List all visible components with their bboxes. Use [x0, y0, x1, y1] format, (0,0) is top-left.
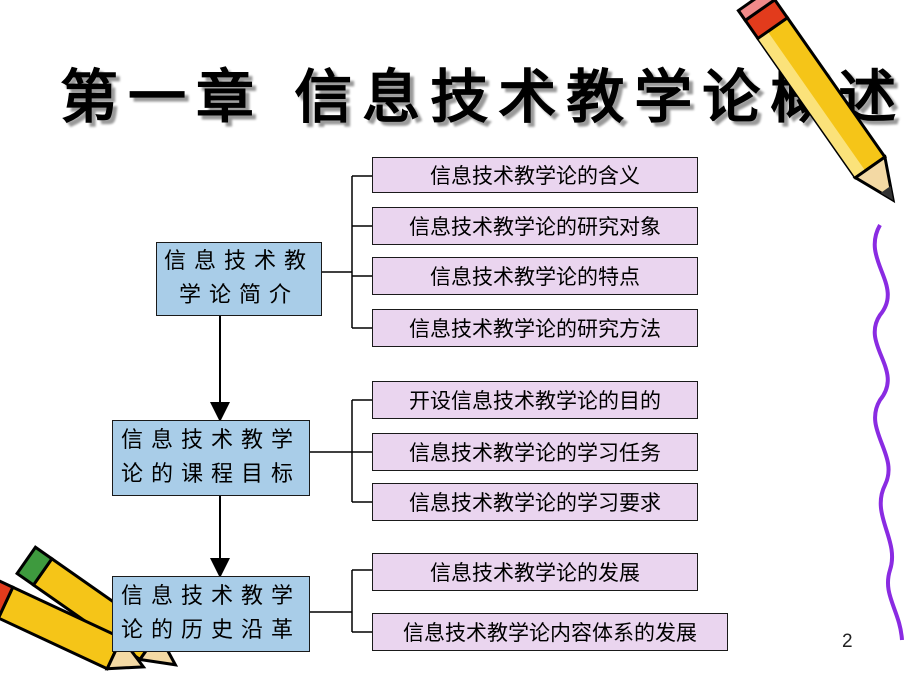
group-1-item-3: 信息技术教学论的特点	[372, 257, 698, 295]
group-1-label-box: 信息技术教 学论简介	[156, 242, 322, 316]
slide-title-text: 第一章 信息技术教学论概述	[60, 63, 907, 131]
pencil-bottom-left-icon-2	[0, 576, 147, 671]
bracket-group-3	[310, 569, 372, 633]
group-3-label-box: 信息技术教学 论的历史沿革	[112, 576, 310, 652]
purple-ribbon-decoration	[872, 224, 904, 641]
group-3-item-2: 信息技术教学论内容体系的发展	[372, 613, 728, 651]
group-3-label-line1: 信息技术教学	[120, 584, 301, 609]
group-3-label-line2: 论的历史沿革	[120, 618, 301, 643]
group-1-item-1: 信息技术教学论的含义	[372, 157, 698, 193]
group-1-label-line1: 信息技术教	[163, 249, 314, 274]
group-2-label-line2: 论的课程目标	[120, 462, 301, 487]
group-2-item-2: 信息技术教学论的学习任务	[372, 433, 698, 471]
group-1-item-4: 信息技术教学论的研究方法	[372, 309, 698, 347]
slide-title: 第一章 信息技术教学论概述	[60, 50, 896, 131]
group-1-item-2: 信息技术教学论的研究对象	[372, 207, 698, 245]
group-1-label-line2: 学论简介	[178, 283, 299, 308]
group-2-label-line1: 信息技术教学	[120, 428, 301, 453]
group-2-label-box: 信息技术教学 论的课程目标	[112, 420, 310, 496]
group-2-item-3: 信息技术教学论的学习要求	[372, 483, 698, 521]
bracket-group-1	[322, 175, 372, 329]
page-number: 2	[842, 631, 853, 652]
group-3-item-1: 信息技术教学论的发展	[372, 553, 698, 591]
bracket-group-2	[310, 399, 372, 503]
pencil-top-right-icon	[736, 0, 896, 204]
group-2-item-1: 开设信息技术教学论的目的	[372, 381, 698, 419]
